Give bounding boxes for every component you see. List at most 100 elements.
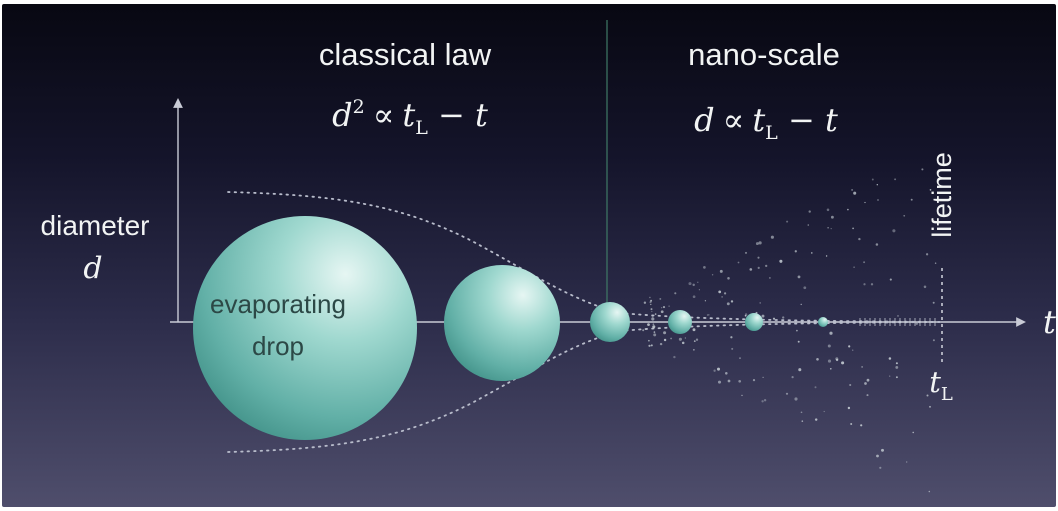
particle-dot bbox=[749, 268, 753, 271]
particle-dot bbox=[863, 261, 866, 264]
evaporating-drop-tiniest bbox=[818, 317, 828, 327]
particle-dot bbox=[730, 336, 733, 339]
particle-dot bbox=[727, 379, 731, 383]
particle-dot bbox=[717, 380, 722, 384]
particle-dot bbox=[670, 337, 672, 340]
particle-dot bbox=[895, 376, 898, 379]
particle-dot bbox=[650, 303, 652, 306]
particle-dot bbox=[929, 405, 931, 408]
particle-dot bbox=[934, 262, 937, 264]
particle-dot bbox=[654, 313, 657, 315]
particle-dot bbox=[642, 329, 645, 332]
particle-dot bbox=[744, 313, 748, 316]
evaporating-drop-medium bbox=[444, 265, 560, 381]
particle-dot bbox=[849, 383, 852, 387]
particle-dot bbox=[755, 242, 759, 246]
particle-dot bbox=[932, 339, 935, 342]
particle-dot bbox=[744, 251, 748, 254]
particle-dot bbox=[757, 256, 760, 259]
particle-dot bbox=[814, 418, 818, 421]
particle-dot bbox=[681, 341, 685, 345]
particle-dot bbox=[794, 397, 798, 401]
particle-dot bbox=[737, 261, 740, 264]
particle-dot bbox=[719, 269, 723, 273]
particle-dot bbox=[652, 325, 656, 329]
particle-dot bbox=[761, 400, 764, 403]
particle-dot bbox=[895, 362, 898, 365]
particle-dot bbox=[652, 323, 655, 326]
lifetime-tL-symbol: tL bbox=[929, 365, 953, 405]
particle-dot bbox=[731, 347, 734, 350]
particle-dot bbox=[785, 392, 789, 395]
particle-dot bbox=[923, 285, 927, 289]
particle-dot bbox=[717, 367, 720, 371]
particle-dot bbox=[848, 345, 851, 348]
particle-dot bbox=[650, 344, 653, 347]
particle-dot bbox=[706, 314, 709, 316]
particle-dot bbox=[912, 431, 914, 434]
particle-dot bbox=[827, 359, 832, 363]
particle-dot bbox=[850, 423, 853, 425]
particle-dot bbox=[906, 461, 908, 463]
particle-dot bbox=[864, 201, 866, 204]
particle-dot bbox=[797, 275, 801, 279]
particle-dot bbox=[698, 289, 701, 291]
particle-dot bbox=[823, 410, 825, 413]
particle-dot bbox=[871, 178, 874, 181]
particle-dot bbox=[650, 299, 653, 302]
particle-dot bbox=[659, 342, 663, 346]
particle-dot bbox=[827, 227, 829, 229]
particle-dot bbox=[889, 278, 892, 281]
particle-dot bbox=[711, 274, 714, 276]
particle-dot bbox=[791, 375, 794, 379]
particle-dot bbox=[852, 349, 854, 351]
particle-dot bbox=[757, 266, 760, 269]
particle-dot bbox=[772, 317, 776, 320]
particle-dot bbox=[649, 296, 651, 299]
particle-dot bbox=[895, 365, 899, 369]
particle-dot bbox=[726, 302, 730, 306]
particle-dot bbox=[932, 301, 935, 304]
particle-dot bbox=[651, 310, 653, 313]
particle-dot bbox=[730, 300, 734, 303]
particle-dot bbox=[704, 300, 707, 302]
particle-dot bbox=[703, 266, 706, 269]
classical-law-title: classical law bbox=[319, 37, 492, 72]
particle-dot bbox=[660, 310, 664, 314]
particle-dot bbox=[673, 355, 676, 359]
evaporating-drop-tiny bbox=[745, 313, 763, 331]
particle-dot bbox=[762, 376, 764, 379]
particle-dot bbox=[684, 337, 687, 339]
particle-dot bbox=[653, 333, 657, 337]
particle-dot bbox=[800, 303, 802, 306]
particle-dot bbox=[662, 306, 666, 309]
particle-dot bbox=[928, 490, 931, 493]
particle-dot bbox=[693, 349, 695, 351]
particle-dot bbox=[875, 243, 879, 246]
particle-dot bbox=[879, 466, 882, 469]
particle-dot bbox=[826, 208, 830, 212]
particle-dot bbox=[897, 315, 899, 317]
x-axis-symbol: t bbox=[1043, 303, 1056, 341]
particle-dot bbox=[761, 314, 765, 318]
particle-dot bbox=[651, 315, 654, 318]
particle-dot bbox=[861, 366, 863, 368]
particle-dot bbox=[903, 214, 906, 217]
particle-dot bbox=[765, 264, 768, 268]
particle-dot bbox=[925, 253, 929, 256]
particle-dot bbox=[723, 292, 727, 295]
particle-dot bbox=[770, 235, 774, 239]
particle-dot bbox=[653, 331, 656, 333]
particle-dot bbox=[926, 394, 929, 397]
particle-dot bbox=[864, 382, 867, 385]
particle-dot bbox=[910, 198, 913, 201]
particle-dot bbox=[769, 277, 771, 279]
evaporating-drop-smaller bbox=[668, 310, 692, 334]
particle-dot bbox=[915, 322, 918, 325]
upper-envelope-curve bbox=[227, 191, 941, 323]
particle-dot bbox=[651, 317, 655, 321]
particle-dot bbox=[692, 328, 696, 332]
particle-dot bbox=[752, 379, 756, 382]
particle-dot bbox=[835, 358, 839, 362]
